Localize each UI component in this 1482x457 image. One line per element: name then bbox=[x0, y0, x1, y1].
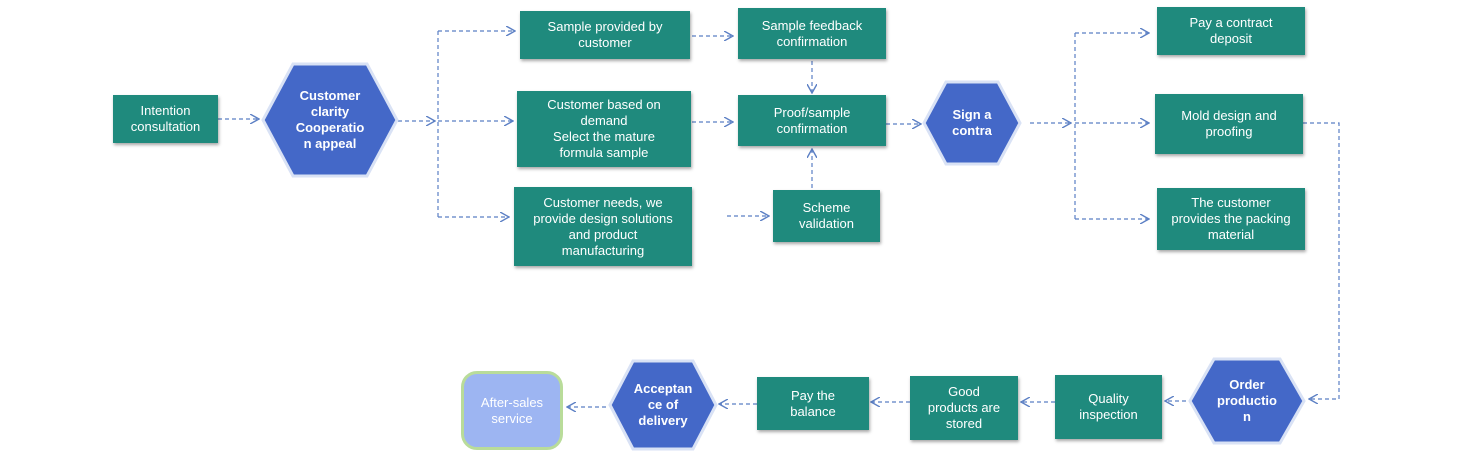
acceptance-delivery-label: Acceptan ce of delivery bbox=[633, 381, 693, 428]
sample-provided-box: Sample provided by customer bbox=[520, 11, 690, 59]
proof-sample-box: Proof/sample confirmation bbox=[738, 95, 886, 146]
acceptance-delivery-hexagon: Acceptan ce of delivery bbox=[608, 359, 718, 451]
sample-feedback-label: Sample feedback confirmation bbox=[761, 17, 863, 49]
customer-needs-label: Customer needs, we provide design soluti… bbox=[533, 194, 673, 258]
arrow-mold-to-order bbox=[1303, 122, 1340, 399]
customer-needs-box: Customer needs, we provide design soluti… bbox=[514, 187, 692, 266]
sample-provided-label: Sample provided by customer bbox=[547, 19, 663, 50]
scheme-validation-label: Scheme validation bbox=[799, 200, 854, 231]
order-production-label: Order productio n bbox=[1217, 377, 1277, 424]
after-sales-service-node: After-sales service bbox=[461, 371, 563, 450]
customer-based-on-demand-label: Customer based on demand Select the matu… bbox=[547, 97, 661, 160]
intention-consultation-label: Intention consultation bbox=[130, 103, 201, 134]
customer-appeal-label: Customer clarity Cooperatio n appeal bbox=[295, 88, 365, 151]
mold-design-box: Mold design and proofing bbox=[1155, 94, 1303, 154]
sign-contract-label: Sign a contra bbox=[952, 107, 992, 138]
after-sales-label: After-sales service bbox=[480, 394, 544, 426]
quality-inspection-box: Quality inspection bbox=[1055, 375, 1162, 439]
proof-sample-label: Proof/sample confirmation bbox=[773, 104, 851, 136]
hexagon-shape bbox=[608, 359, 718, 451]
good-products-label: Good products are stored bbox=[927, 384, 1001, 431]
hexagon-shape bbox=[1188, 357, 1306, 445]
order-production-hexagon: Order productio n bbox=[1188, 357, 1306, 445]
customer-based-on-demand-box: Customer based on demand Select the matu… bbox=[517, 91, 691, 167]
hexagon-shape bbox=[261, 62, 399, 178]
pay-deposit-box: Pay a contract deposit bbox=[1157, 7, 1305, 55]
quality-inspection-label: Quality inspection bbox=[1079, 391, 1138, 422]
hexagon-shape bbox=[922, 80, 1022, 166]
packing-material-label: The customer provides the packing materi… bbox=[1171, 195, 1291, 242]
pay-deposit-label: Pay a contract deposit bbox=[1189, 15, 1273, 46]
sign-contract-hexagon: Sign a contra bbox=[922, 80, 1022, 166]
scheme-validation-box: Scheme validation bbox=[773, 190, 880, 242]
mold-design-label: Mold design and proofing bbox=[1181, 108, 1277, 139]
intention-consultation-box: Intention consultation bbox=[113, 95, 218, 143]
packing-material-box: The customer provides the packing materi… bbox=[1157, 188, 1305, 250]
customer-appeal-hexagon: Customer clarity Cooperatio n appeal bbox=[261, 62, 399, 178]
pay-balance-label: Pay the balance bbox=[790, 387, 836, 419]
pay-balance-box: Pay the balance bbox=[757, 377, 869, 430]
good-products-box: Good products are stored bbox=[910, 376, 1018, 440]
sample-feedback-box: Sample feedback confirmation bbox=[738, 8, 886, 59]
